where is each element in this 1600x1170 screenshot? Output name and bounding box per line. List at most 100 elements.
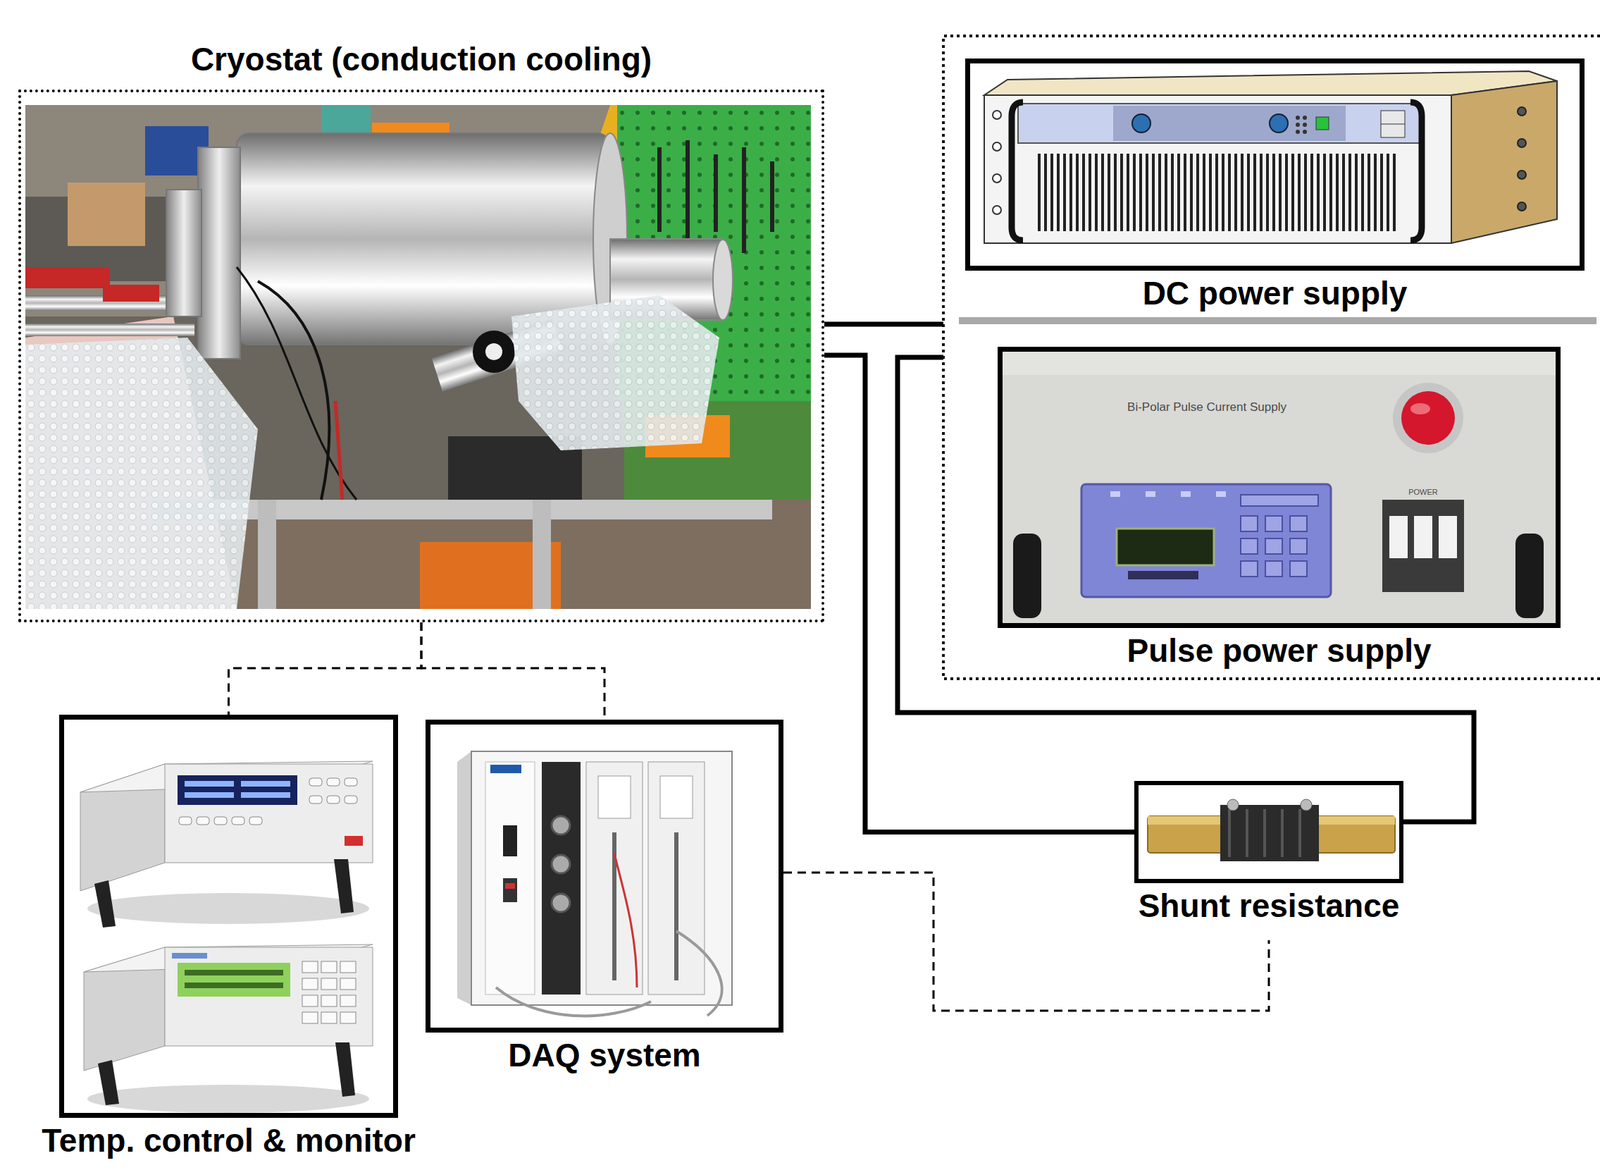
- illustration-part: [67, 182, 146, 246]
- illustration-part: [344, 777, 358, 786]
- illustration-part: [1302, 115, 1307, 120]
- illustration-part: [302, 960, 356, 1023]
- illustration-part: [1247, 153, 1250, 232]
- illustration-part: [1011, 102, 1023, 241]
- illustration-part: [178, 816, 192, 825]
- power-cable: [824, 321, 944, 327]
- illustration-part: [1438, 515, 1457, 558]
- illustration-part: [1145, 491, 1156, 497]
- pulse-supply-photo: [997, 346, 1561, 628]
- illustration-part: [1278, 153, 1282, 232]
- label-holder: DC power supply: [1142, 274, 1408, 313]
- illustration-part: [984, 95, 1452, 244]
- illustration-part: [1215, 153, 1219, 232]
- illustration-part: [197, 147, 241, 359]
- illustration-part: [1094, 153, 1098, 232]
- illustration-part: [164, 763, 373, 863]
- illustration-part: [1295, 129, 1300, 134]
- illustration-part: [1110, 491, 1226, 497]
- illustration-part: [712, 239, 733, 320]
- illustration-part: [1517, 170, 1527, 179]
- illustration-part: [1291, 153, 1295, 232]
- dc-supply-drawing: [965, 58, 1585, 271]
- illustration-part: [1044, 153, 1047, 232]
- illustration-part: [495, 987, 651, 1016]
- illustration-part: [485, 761, 535, 995]
- illustration-part: [1414, 515, 1433, 558]
- illustration-part: [1392, 153, 1396, 232]
- illustration-part: [1063, 153, 1066, 232]
- illustration-part: [1240, 153, 1244, 232]
- illustration-part: [1342, 153, 1345, 232]
- illustration-part: [1110, 491, 1121, 497]
- illustration-part: [302, 960, 318, 973]
- illustration-part: [340, 960, 356, 973]
- illustration-part: [992, 110, 1002, 215]
- illustration-part: [1410, 102, 1422, 241]
- illustration-part: [1240, 560, 1258, 577]
- illustration-part: [1234, 153, 1238, 232]
- label-holder: Cryostat (conduction cooling): [190, 40, 652, 79]
- illustration-part: [25, 337, 258, 609]
- bubble-wrap: [25, 295, 720, 609]
- illustration-part: [94, 879, 116, 928]
- illustration-part: [1037, 153, 1041, 232]
- illustration-part: [992, 174, 1002, 183]
- illustration-part: [1039, 153, 1395, 232]
- illustration-part: [240, 780, 291, 787]
- illustration-part: [1517, 138, 1527, 148]
- illustration-part: [1266, 153, 1269, 232]
- illustration-part: [166, 189, 202, 317]
- illustration-part: [1145, 153, 1149, 232]
- illustration-part: [25, 104, 811, 609]
- illustration-part: [1170, 153, 1174, 232]
- illustration-part: [1120, 153, 1124, 232]
- illustration-part: [598, 775, 631, 818]
- illustration-part: [1113, 153, 1117, 232]
- illustration-part: [503, 877, 518, 902]
- illustration-part: [309, 795, 322, 804]
- illustration-part: [1240, 494, 1319, 577]
- illustration-part: [1221, 153, 1225, 232]
- illustration-part: [1127, 570, 1199, 580]
- illustration-part: [1517, 202, 1527, 211]
- wires: [236, 267, 357, 500]
- illustration-part: [177, 774, 298, 805]
- cryostat-vessel: [25, 133, 773, 609]
- equipment-box: Temp. control & monitor: [59, 714, 399, 1118]
- equipment-box: Pulse power supply: [997, 346, 1561, 628]
- illustration-part: [1297, 153, 1301, 232]
- illustration-part: [1158, 153, 1162, 232]
- illustration-part: [1240, 494, 1319, 506]
- illustration-part: [1253, 153, 1257, 232]
- illustration-part: [326, 777, 340, 786]
- illustration-part: [1228, 153, 1231, 232]
- signal-line: [421, 622, 605, 720]
- illustration-part: [1116, 528, 1214, 566]
- illustration-part: [1295, 122, 1300, 127]
- illustration-part: [1401, 391, 1455, 445]
- illustration-part: [1517, 107, 1527, 116]
- illustration-part: [1329, 153, 1333, 232]
- illustration-part: [551, 854, 570, 873]
- illustration-part: [1265, 538, 1283, 554]
- illustration-part: [1389, 515, 1408, 558]
- illustration-part: [231, 816, 245, 825]
- illustration-part: [1075, 153, 1079, 232]
- illustration-part: [614, 832, 677, 981]
- illustration-part: [1410, 402, 1431, 415]
- panel-label: POWER: [1408, 487, 1438, 496]
- illustration-part: [333, 858, 354, 914]
- box-caption: DC power supply: [1142, 274, 1408, 312]
- illustration-part: [1323, 153, 1326, 232]
- illustration-part: [1310, 153, 1314, 232]
- illustration-part: [1265, 560, 1283, 577]
- illustration-part: [249, 816, 263, 825]
- illustration-part: [1290, 515, 1307, 532]
- illustration-part: [344, 795, 358, 804]
- illustration-part: [1183, 153, 1187, 232]
- equipment-box: DAQ system: [425, 719, 784, 1033]
- label-holder: Shunt resistance: [1138, 887, 1400, 925]
- illustration-part: [1269, 114, 1288, 133]
